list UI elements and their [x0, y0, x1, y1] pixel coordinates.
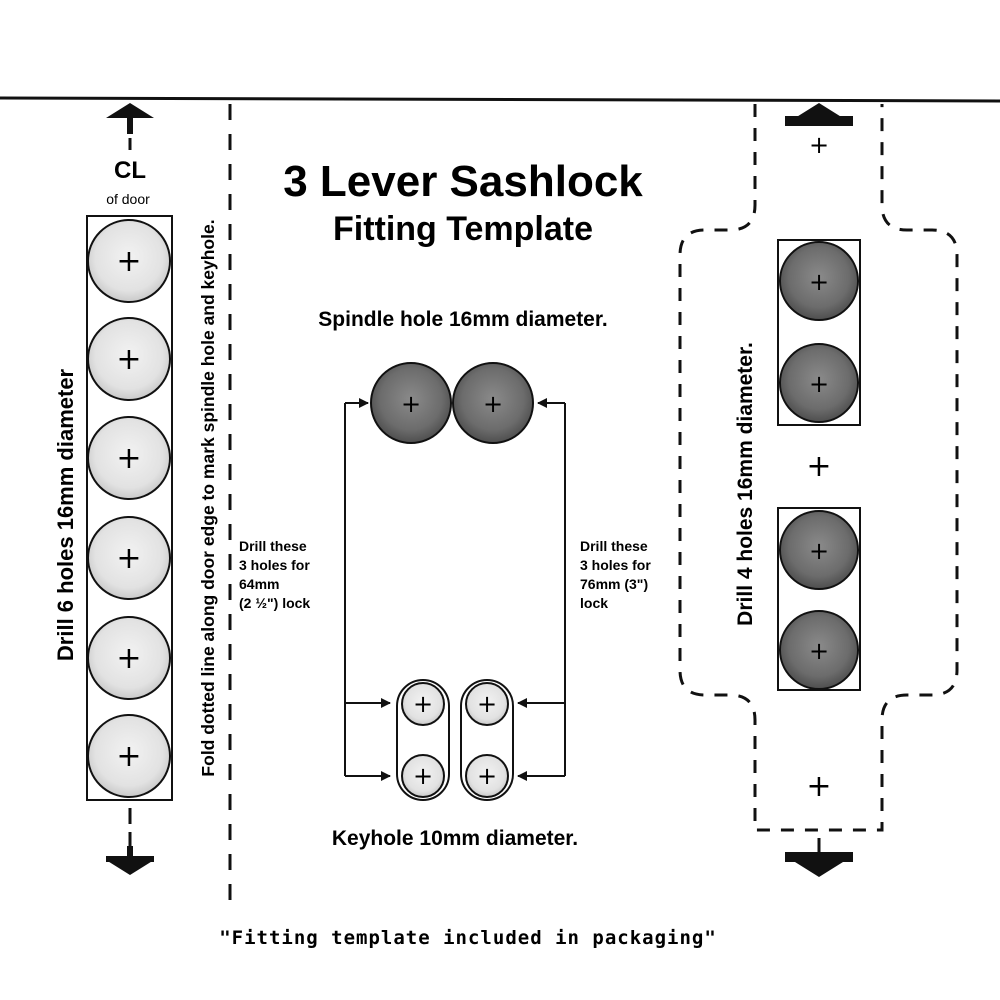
left-hole-4: + — [87, 516, 171, 600]
svg-text:+: + — [809, 370, 829, 398]
left-strip: CL of door + + + + + + — [53, 103, 173, 875]
footer-note: "Fitting template included in packaging" — [219, 927, 717, 949]
svg-text:lock: lock — [580, 595, 608, 611]
svg-text:+: + — [413, 762, 433, 790]
keyhole-slot-64mm: + + — [396, 679, 450, 801]
right-centre-mark-bottom: + — [806, 769, 831, 804]
right-hole-frame-top — [777, 239, 861, 426]
left-hole-column-frame — [86, 215, 173, 801]
spindle-hole-right: + — [452, 362, 534, 444]
svg-text:3 holes for: 3 holes for — [580, 557, 651, 573]
svg-text:+: + — [401, 390, 421, 418]
note-76mm: Drill these 3 holes for 76mm (3") lock — [580, 538, 651, 611]
svg-text:+: + — [116, 541, 141, 576]
left-bottom-pointer-icon — [106, 846, 154, 875]
bracket-76mm — [517, 398, 566, 781]
right-dotted-outline — [678, 104, 959, 832]
right-hole-4: + — [779, 610, 859, 690]
right-hole-1: + — [779, 241, 859, 321]
svg-text:+: + — [477, 762, 497, 790]
right-strip: + + + + + + + Drill 4 holes 16mm diamete… — [678, 103, 959, 877]
left-top-pointer-icon — [106, 103, 154, 134]
spindle-hole-left: + — [370, 362, 452, 444]
right-hole-3: + — [779, 510, 859, 590]
svg-text:Drill these: Drill these — [239, 538, 307, 554]
svg-text:+: + — [413, 690, 433, 718]
door-top-edge-line — [0, 96, 1000, 103]
right-centre-mark-mid: + — [806, 449, 831, 484]
svg-text:3 holes for: 3 holes for — [239, 557, 310, 573]
left-hole-5: + — [87, 616, 171, 700]
right-top-pointer-icon — [785, 103, 853, 126]
left-hole-1: + — [87, 219, 171, 303]
keyhole-slot-76mm: + + — [460, 679, 514, 801]
svg-text:+: + — [116, 739, 141, 774]
right-drill-label: Drill 4 holes 16mm diameter. — [734, 342, 757, 626]
svg-text:Drill these: Drill these — [580, 538, 648, 554]
right-bottom-pointer-icon — [785, 852, 853, 877]
left-hole-6: + — [87, 714, 171, 798]
left-hole-2: + — [87, 317, 171, 401]
centre-line-text: of door — [106, 191, 150, 207]
svg-text:+: + — [809, 268, 829, 296]
svg-text:+: + — [477, 690, 497, 718]
svg-text:64mm: 64mm — [239, 576, 279, 592]
fold-line-label: Fold dotted line along door edge to mark… — [198, 219, 218, 776]
svg-text:+: + — [116, 641, 141, 676]
svg-text:+: + — [116, 342, 141, 377]
title-line-1: 3 Lever Sashlock — [283, 157, 643, 206]
spindle-hole-label: Spindle hole 16mm diameter. — [318, 308, 607, 331]
left-drill-label: Drill 6 holes 16mm diameter — [53, 368, 78, 661]
svg-text:+: + — [809, 537, 829, 565]
note-64mm: Drill these 3 holes for 64mm (2 ½") lock — [239, 538, 310, 611]
svg-text:76mm (3"): 76mm (3") — [580, 576, 648, 592]
bracket-64mm — [344, 398, 391, 781]
svg-text:+: + — [116, 244, 141, 279]
keyhole-label: Keyhole 10mm diameter. — [332, 827, 578, 850]
svg-text:+: + — [809, 637, 829, 665]
right-hole-2: + — [779, 343, 859, 423]
left-hole-3: + — [87, 416, 171, 500]
title-line-2: Fitting Template — [333, 210, 593, 248]
svg-text:+: + — [116, 441, 141, 476]
right-centre-mark-top: + — [809, 131, 829, 159]
centre-line-mark: CL — [114, 157, 146, 184]
svg-text:+: + — [483, 390, 503, 418]
svg-text:(2 ½") lock: (2 ½") lock — [239, 595, 310, 611]
